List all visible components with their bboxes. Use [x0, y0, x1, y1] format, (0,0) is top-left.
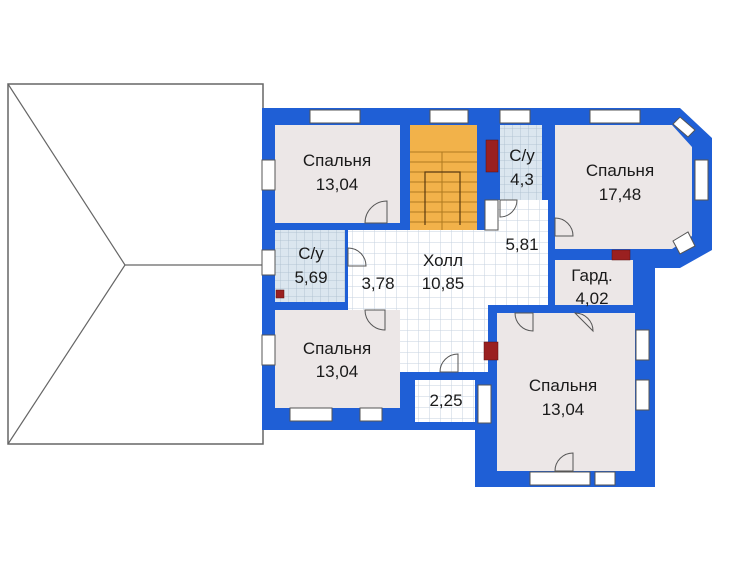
door-swings: [347, 199, 594, 472]
corridor-area: 3,78: [361, 274, 394, 293]
bedroom-sw-name: Спальня: [303, 339, 371, 358]
bedroom-nw-area: 13,04: [316, 175, 359, 194]
wc-west-name: С/у: [298, 244, 324, 263]
wardrobe-floor: [555, 260, 633, 305]
bedroom-nw-name: Спальня: [303, 151, 371, 170]
bedroom-se-area: 13,04: [542, 400, 585, 419]
windows: [261, 109, 709, 486]
bedroom-ne-name: Спальня: [586, 161, 654, 180]
lower-roof: [7, 83, 264, 445]
landing-area: 5,81: [505, 235, 538, 254]
balcony-area: 2,25: [429, 391, 462, 410]
rooms: [275, 125, 692, 471]
bedroom-ne-floor: [555, 125, 692, 249]
bedroom-sw-floor: [275, 310, 400, 408]
room-labels: Спальня 13,04 С/у 4,3 Спальня 17,48 С/у …: [294, 146, 654, 419]
bedroom-se-floor: [497, 313, 635, 471]
hall-name: Холл: [423, 251, 463, 270]
wc-west-area: 5,69: [294, 268, 327, 287]
wc-west-floor: [275, 230, 345, 302]
bedroom-nw-floor: [275, 125, 400, 223]
balcony-floor: [415, 380, 475, 422]
wardrobe-name: Гард.: [571, 266, 612, 285]
staircase: [410, 125, 477, 230]
bedroom-se-name: Спальня: [529, 376, 597, 395]
bedroom-sw-area: 13,04: [316, 362, 359, 381]
wc-north-area: 4,3: [510, 170, 534, 189]
wc-north-floor: [500, 125, 542, 200]
wardrobe-area: 4,02: [575, 289, 608, 308]
stair-treads: [410, 151, 477, 230]
bedroom-ne-area: 17,48: [599, 185, 642, 204]
vents: [275, 139, 631, 361]
hall-area: 10,85: [422, 274, 465, 293]
wc-north-name: С/у: [509, 146, 535, 165]
